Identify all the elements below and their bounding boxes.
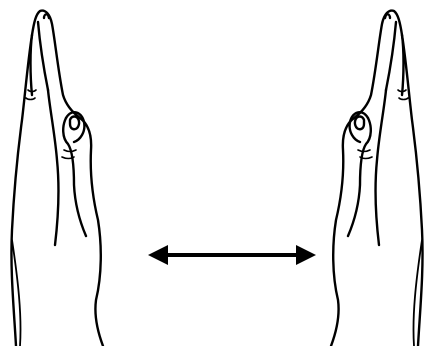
right-hand-icon	[331, 11, 423, 346]
double-headed-arrow-icon	[148, 245, 316, 265]
left-hand-icon	[11, 11, 103, 346]
